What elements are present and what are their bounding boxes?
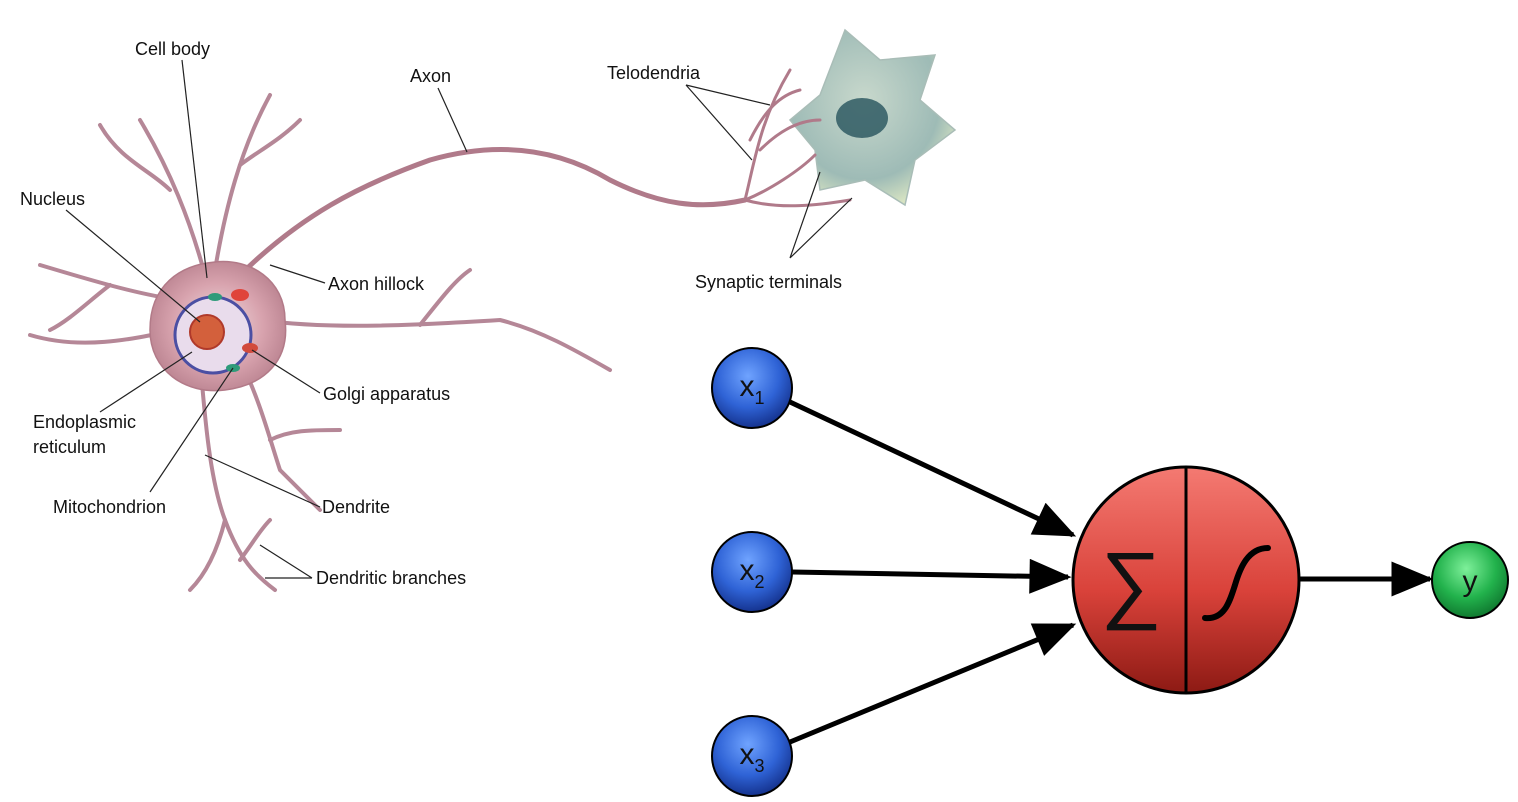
- label-synaptic-terminals: Synaptic terminals: [695, 272, 842, 292]
- input-x2-sub: 2: [754, 572, 764, 592]
- neuron-unit: ∑: [1071, 465, 1301, 695]
- label-telodendria: Telodendria: [607, 63, 701, 83]
- leader-synaptic-terminals: [789, 171, 853, 259]
- input-x3-var: x: [739, 738, 754, 771]
- output-label: y: [1463, 565, 1478, 598]
- arrow-x3-to-neuron: [789, 622, 1077, 745]
- biological-neuron-illustration: Cell body Axon Telodendria Nucleus Axon …: [20, 28, 957, 592]
- telodendria-branches: [743, 68, 852, 208]
- input-x1-var: x: [739, 370, 754, 403]
- svg-text:x3: x3: [739, 738, 764, 776]
- leader-dendrite: [204, 454, 321, 508]
- sum-symbol: ∑: [1100, 535, 1161, 631]
- leader-axon: [437, 87, 468, 153]
- label-dendrite: Dendrite: [322, 497, 390, 517]
- arrow-x2-to-neuron: [791, 558, 1072, 594]
- input-x2-var: x: [739, 554, 754, 587]
- leader-nucleus: [65, 209, 201, 323]
- target-cell-nucleus: [836, 98, 888, 138]
- nucleus: [189, 314, 225, 350]
- label-golgi-apparatus: Golgi apparatus: [323, 384, 450, 404]
- arrow-x1-to-neuron: [788, 399, 1077, 538]
- label-reticulum: reticulum: [33, 437, 106, 457]
- label-axon: Axon: [410, 66, 451, 86]
- label-cell-body: Cell body: [135, 39, 210, 59]
- leader-axon-hillock: [269, 264, 326, 284]
- label-dendritic-branches: Dendritic branches: [316, 568, 466, 588]
- output-node-y: y: [1431, 541, 1509, 619]
- input-node-x2: x2: [711, 531, 793, 613]
- leader-golgi: [251, 349, 321, 394]
- input-node-x1: x1: [711, 347, 793, 429]
- perceptron-diagram: x1 x2 x3 ∑ y: [711, 347, 1509, 797]
- activation-sigmoid-icon: [1202, 545, 1271, 622]
- leader-dendritic-branches: [259, 544, 313, 579]
- label-endoplasmic: Endoplasmic: [33, 412, 136, 432]
- input-node-x3: x3: [711, 715, 793, 797]
- label-mitochondrion: Mitochondrion: [53, 497, 166, 517]
- leader-er: [99, 351, 193, 413]
- golgi-apparatus: [242, 343, 258, 353]
- leader-mitochondrion: [149, 367, 234, 493]
- input-x1-sub: 1: [754, 388, 764, 408]
- organelle-green: [208, 293, 222, 301]
- input-x3-sub: 3: [754, 756, 764, 776]
- leader-cell-body: [181, 59, 208, 279]
- label-axon-hillock: Axon hillock: [328, 274, 425, 294]
- svg-text:x2: x2: [739, 554, 764, 592]
- organelle-red: [231, 289, 249, 301]
- axon-fiber: [232, 147, 748, 283]
- label-nucleus: Nucleus: [20, 189, 85, 209]
- leader-telodendria: [685, 84, 771, 161]
- svg-text:x1: x1: [739, 370, 764, 408]
